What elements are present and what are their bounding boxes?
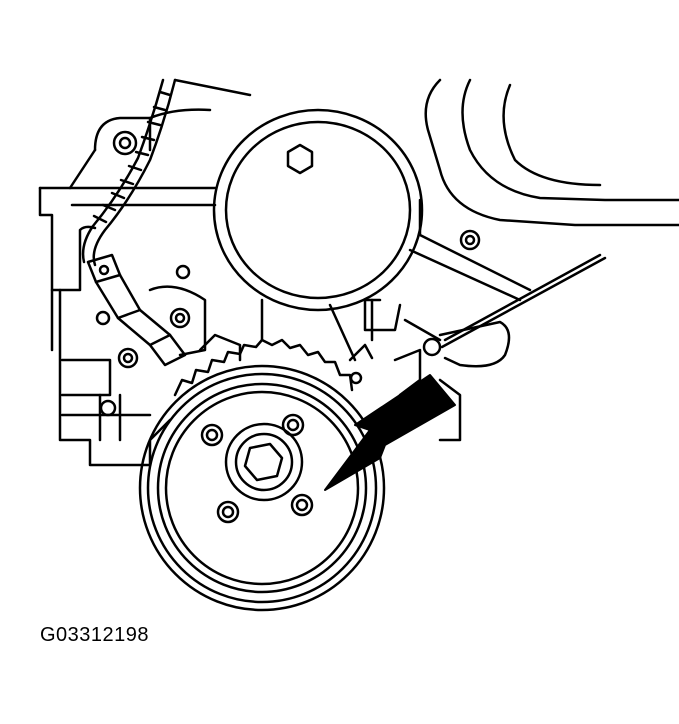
pulley-bolts: [200, 413, 314, 524]
pulley-hub: [224, 422, 304, 502]
pulley-outer-rim: [138, 364, 386, 612]
pulley-center-bolt-icon: [243, 442, 284, 482]
right-housing: [348, 78, 679, 442]
block-bolt-mid: [175, 264, 191, 280]
block-bolt-lower: [169, 307, 191, 329]
round-cover: [212, 108, 424, 362]
crankshaft-position-sensor: [86, 253, 187, 367]
wiring-harness: [81, 78, 252, 267]
figure-code: G03312198: [40, 624, 150, 646]
indicator-arrow-icon: [324, 374, 456, 491]
block-bolt-top: [112, 130, 138, 156]
housing-bolt: [459, 229, 481, 251]
crankshaft-pulley: [138, 338, 386, 612]
block-bolt-low-left: [99, 399, 117, 417]
engine-block: [38, 108, 242, 467]
block-bolt-left: [95, 310, 111, 326]
timing-pointer-bolt: [422, 337, 442, 357]
block-bolt-bottom: [117, 347, 139, 369]
cover-hex-bolt: [286, 143, 314, 175]
